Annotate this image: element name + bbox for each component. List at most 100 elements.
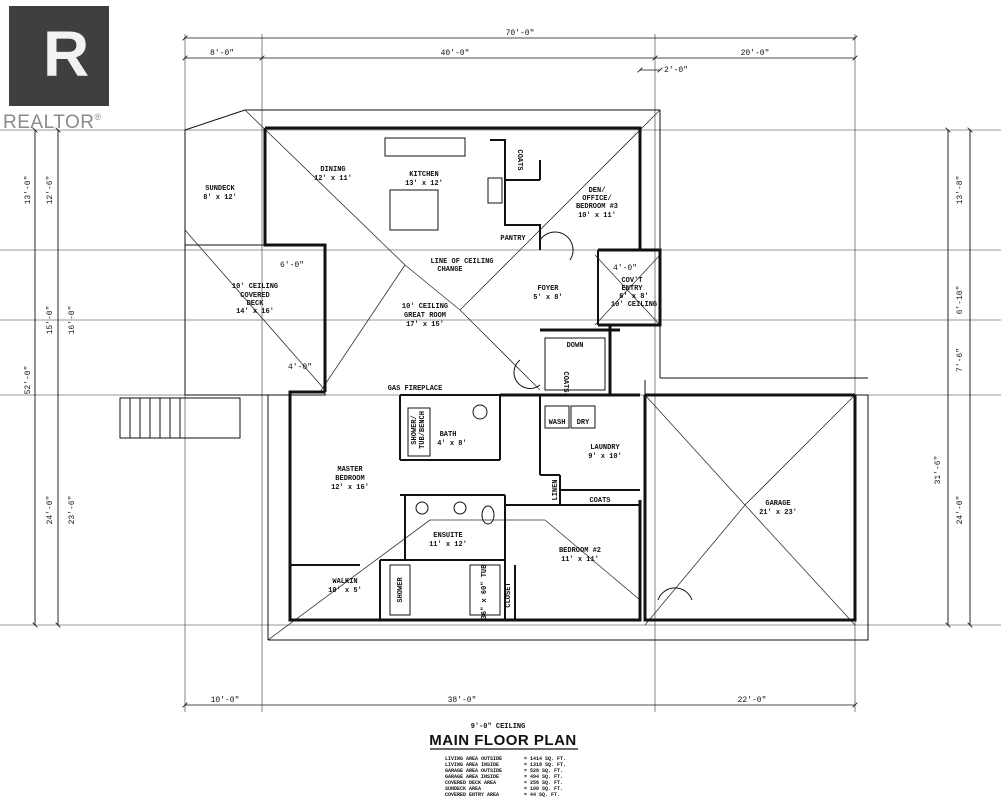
dim-right-b: 6'-10" <box>956 286 965 315</box>
stat-value: = 1414 SQ. FT. <box>524 756 566 762</box>
great-room-ceiling: 10' CEILING <box>402 303 448 311</box>
dim-left-a3: 24'-0" <box>46 496 55 525</box>
realtor-logo-text: REALTOR® <box>3 112 102 134</box>
tub-label: 36" x 60" TUB <box>481 564 489 619</box>
plan-title: MAIN FLOOR PLAN <box>429 732 577 749</box>
dim-deck-w2: 4'-0" <box>288 363 312 372</box>
den-label-3: BEDROOM #3 <box>576 203 618 211</box>
stat-value: = 256 SQ. FT. <box>524 780 563 786</box>
stat-value: = 100 SQ. FT. <box>524 786 563 792</box>
dim-left-overall: 52'-0" <box>24 366 33 395</box>
laundry-size: 9' x 10' <box>588 453 622 461</box>
great-room-label: GREAT ROOM <box>404 312 446 320</box>
dim-top-small: 2'-0" <box>664 66 688 75</box>
coats-mid-label: COATS <box>561 371 569 392</box>
dim-bottom-left: 10'-0" <box>211 696 240 705</box>
down-label: DOWN <box>567 342 584 350</box>
dim-bottom-mid: 38'-0" <box>448 696 477 705</box>
dim-deck-w1: 6'-0" <box>280 261 304 270</box>
dim-top-left: 8'-0" <box>210 49 234 58</box>
dim-left-b3: 23'-6" <box>68 496 77 525</box>
dining-size: 12' x 11' <box>314 175 352 183</box>
shower2-label: SHOWER <box>397 577 405 603</box>
great-room-size: 17' x 15' <box>406 321 444 329</box>
stat-label: GARAGE AREA INSIDE <box>445 774 499 780</box>
den-label-2: OFFICE/ <box>582 195 611 203</box>
dim-left-a1: 13'-0" <box>24 176 33 205</box>
stat-value: = 494 SQ. FT. <box>524 774 563 780</box>
bath-label: BATH <box>440 431 457 439</box>
kitchen-label: KITCHEN <box>409 171 438 179</box>
ceiling-note: 9'-0" CEILING <box>471 723 526 731</box>
den-label-1: DEN/ <box>589 187 606 195</box>
dim-right-c: 7'-6" <box>956 348 965 372</box>
realtor-logo-mark: R <box>9 6 109 106</box>
dim-left-b2: 16'-0" <box>68 306 77 335</box>
closet-label: CLOSET <box>505 582 513 607</box>
walkin-size: 10' x 5' <box>328 587 362 595</box>
shower-label-2: TUB/BENCH <box>419 411 427 449</box>
logo-text-word: REALTOR <box>3 112 95 133</box>
master-label: MASTER <box>337 466 363 474</box>
ceiling-change-1: LINE OF CEILING <box>430 258 493 266</box>
covered-deck-ceiling: 10' CEILING <box>232 283 278 291</box>
dim-top-mid: 40'-0" <box>441 49 470 58</box>
ensuite-label: ENSUITE <box>433 532 462 540</box>
walkin-label: WALKIN <box>332 578 357 586</box>
bedroom2-size: 11' x 11' <box>561 556 599 564</box>
dim-left-a2: 15'-0" <box>46 306 55 335</box>
stat-label: GARAGE AREA OUTSIDE <box>445 768 502 774</box>
stat-label: LIVING AREA INSIDE <box>445 762 499 768</box>
dim-bottom-right: 22'-0" <box>738 696 767 705</box>
logo-r-letter: R <box>43 18 90 90</box>
wash-label: WASH <box>549 419 566 427</box>
master-label-2: BEDROOM <box>335 475 364 483</box>
covt-entry-ceiling: 10' CEILING <box>611 301 657 309</box>
pantry-label: PANTRY <box>500 235 526 243</box>
covt-entry-label-2: ENTRY <box>621 285 643 293</box>
dim-right-a: 13'-8" <box>956 176 965 205</box>
stat-value: = 44 SQ. FT. <box>524 792 560 798</box>
bedroom2-label: BEDROOM #2 <box>559 547 601 555</box>
stat-label: SUNDECK AREA <box>445 786 481 792</box>
laundry-label: LAUNDRY <box>590 444 620 452</box>
fixtures <box>384 137 693 616</box>
dim-right-e: 31'-6" <box>934 456 943 485</box>
sundeck-size: 8' x 12' <box>203 194 237 202</box>
linen-label: LINEN <box>552 479 560 500</box>
covered-deck-size: 14' x 16' <box>236 308 274 316</box>
gas-fireplace-label: GAS FIREPLACE <box>388 385 443 393</box>
ensuite-size: 11' x 12' <box>429 541 467 549</box>
covt-entry-label: COV'T <box>621 277 642 285</box>
stat-label: COVERED ENTRY AREA <box>445 792 499 798</box>
foyer-label: FOYER <box>537 285 559 293</box>
roof-hip-lines <box>184 109 856 641</box>
kitchen-size: 13' x 12' <box>405 180 443 188</box>
sundeck-label: SUNDECK <box>205 185 235 193</box>
area-stats: LIVING AREA OUTSIDE = 1414 SQ. FT. LIVIN… <box>445 756 566 798</box>
covered-deck-label-2: DECK <box>247 300 265 308</box>
master-size: 12' x 16' <box>331 484 369 492</box>
logo-registered-mark: ® <box>94 112 102 122</box>
den-size: 10' x 11' <box>578 212 616 220</box>
stat-label: LIVING AREA OUTSIDE <box>445 756 502 762</box>
garage-size: 21' x 23' <box>759 509 797 517</box>
realtor-logo[interactable]: R REALTOR® <box>3 6 119 134</box>
roof-outline <box>184 109 869 641</box>
ceiling-change-2: CHANGE <box>437 266 462 274</box>
dimension-lines <box>35 38 970 705</box>
covered-deck-label: COVERED <box>240 292 269 300</box>
stat-label: COVERED DECK AREA <box>445 780 496 786</box>
garage-label: GARAGE <box>765 500 790 508</box>
dim-top-overall: 70'-0" <box>506 29 535 38</box>
stat-value: = 528 SQ. FT. <box>524 768 563 774</box>
deck-structures <box>119 244 326 439</box>
dry-label: DRY <box>577 419 590 427</box>
covt-entry-size: 6' x 8' <box>619 293 648 301</box>
shower-label-1: SHOWER/ <box>411 415 419 444</box>
dining-label: DINING <box>320 166 345 174</box>
foyer-size: 5' x 8' <box>533 294 562 302</box>
coats-top-label: COATS <box>515 149 523 170</box>
dim-right-d: 24'-0" <box>956 496 965 525</box>
